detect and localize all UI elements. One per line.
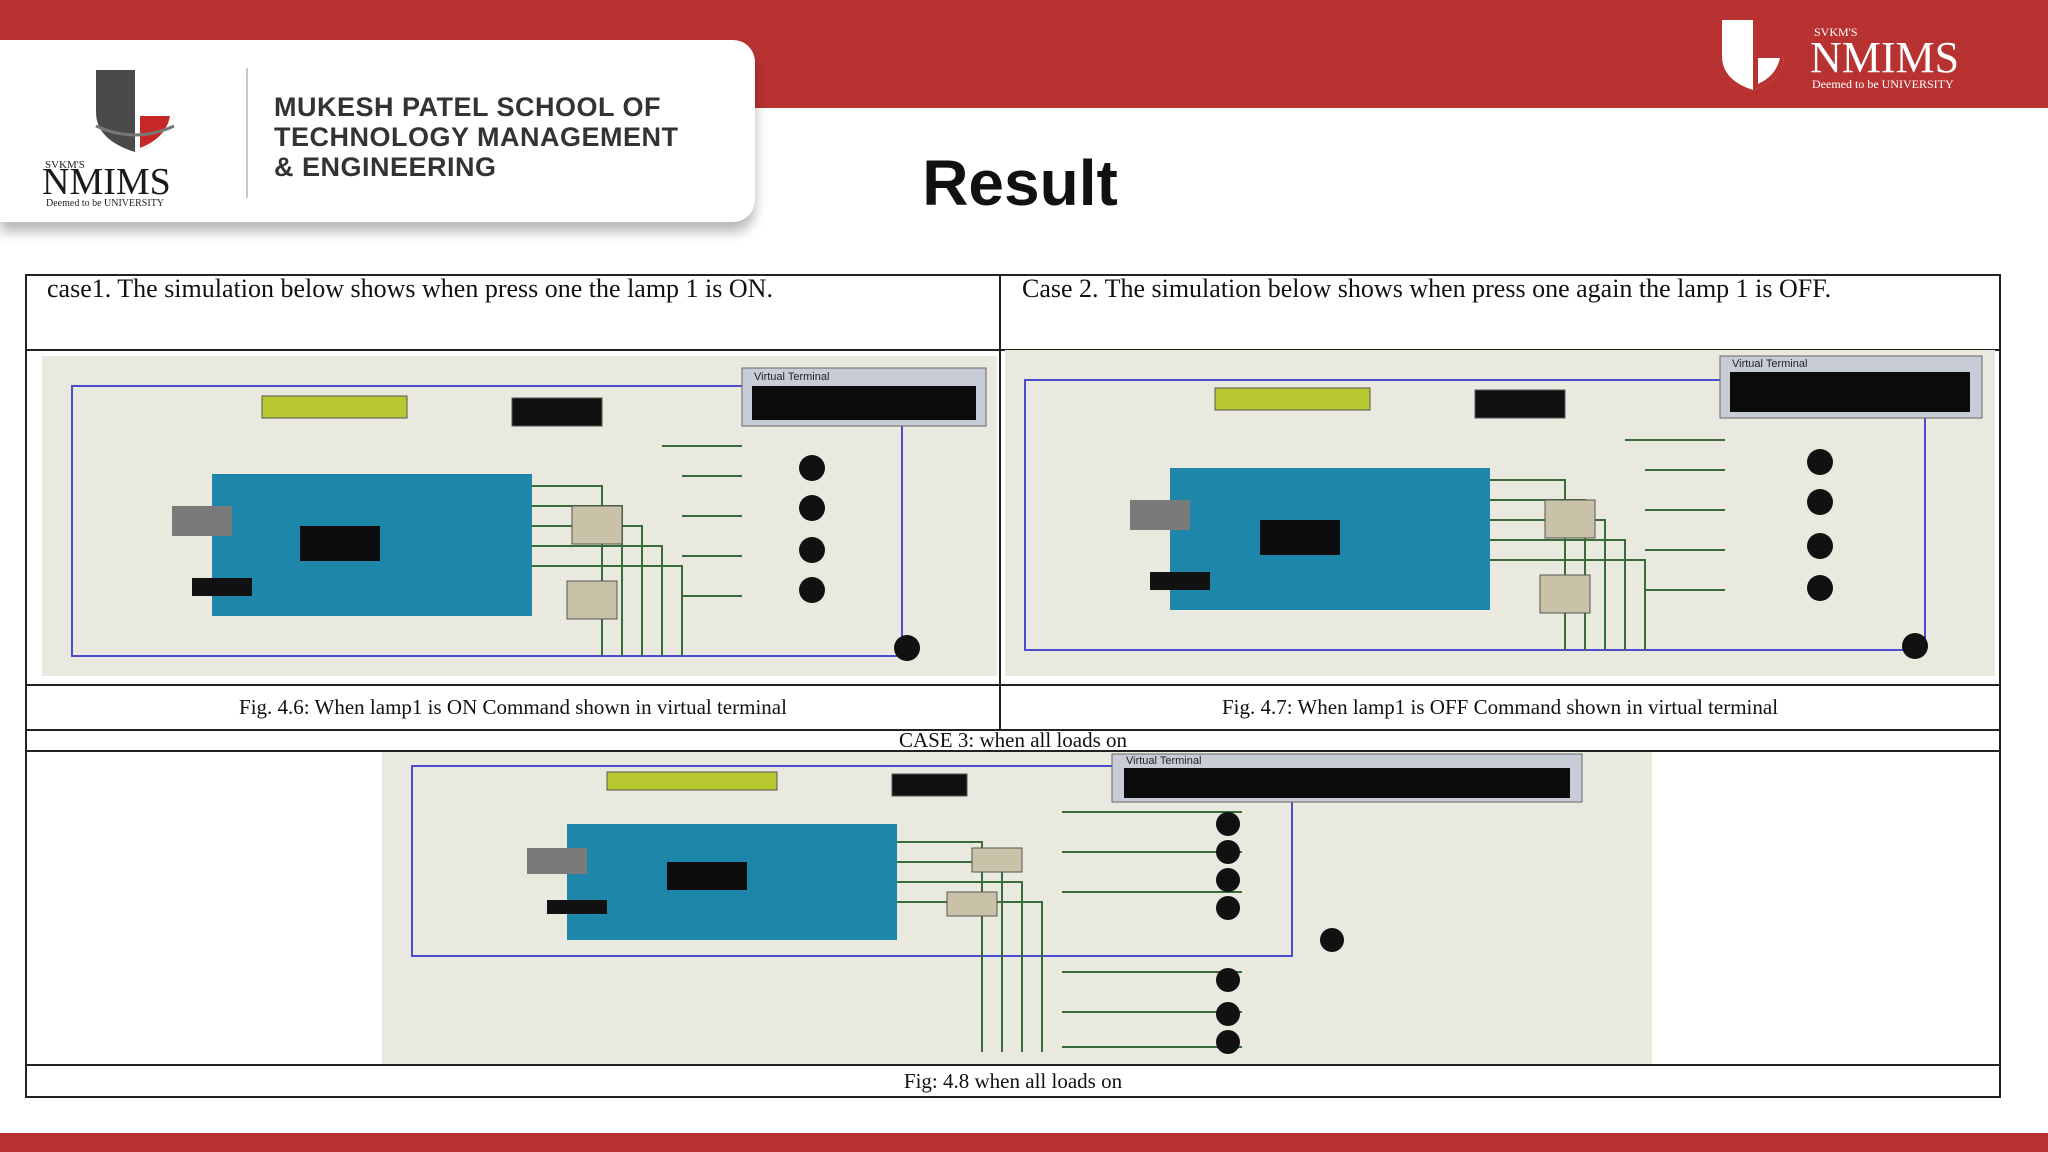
fig-4-8-caption: Fig: 4.8 when all loads on <box>903 1069 1123 1093</box>
slide-title: Result <box>922 147 1118 219</box>
simulation-image-case2: Virtual Terminal <box>1005 350 1995 676</box>
school-logo-card: SVKM'S NMIMS Deemed to be UNIVERSITY MUK… <box>0 40 755 222</box>
nmims-logo-right: SVKM'S NMIMS Deemed to be UNIVERSITY <box>1722 20 1959 91</box>
row-divider-4 <box>27 750 1999 752</box>
right-logo-small-text: SVKM'S <box>1814 25 1858 39</box>
school-name: MUKESH PATEL SCHOOL OF TECHNOLOGY MANAGE… <box>274 92 679 182</box>
case1-text: case1. The simulation below shows when p… <box>47 274 773 303</box>
school-name-line-1: MUKESH PATEL SCHOOL OF <box>274 92 662 122</box>
row-divider-3 <box>27 729 1999 731</box>
case3-heading: CASE 3: when all loads on <box>898 728 1128 752</box>
fig-4-7-caption: Fig. 4.7: When lamp1 is OFF Command show… <box>1221 695 1779 719</box>
row-divider-5 <box>27 1064 1999 1066</box>
fig-4-6-caption: Fig. 4.6: When lamp1 is ON Command shown… <box>239 695 787 719</box>
left-logo-small-text: SVKM'S <box>45 159 85 171</box>
left-logo-name: NMIMS <box>42 161 171 203</box>
simulation-image-case3: Virtual Terminal <box>382 752 1652 1064</box>
row-divider-2 <box>27 684 1999 686</box>
logo-divider <box>246 68 248 198</box>
left-logo-tagline: Deemed to be UNIVERSITY <box>46 198 164 206</box>
right-logo-name: NMIMS <box>1810 33 1959 82</box>
simulation-image-case1: Virtual Terminal <box>42 356 997 676</box>
terminal-title-1: Virtual Terminal <box>754 371 829 383</box>
case2-text: Case 2. The simulation below shows when … <box>1022 274 1832 303</box>
terminal-title-2: Virtual Terminal <box>1732 358 1807 370</box>
results-table: case1. The simulation below shows when p… <box>25 274 2001 1098</box>
terminal-title-3: Virtual Terminal <box>1126 755 1201 767</box>
school-name-line-3: & ENGINEERING <box>274 152 497 182</box>
column-divider <box>999 276 1001 730</box>
school-name-line-2: TECHNOLOGY MANAGEMENT <box>274 122 679 152</box>
right-logo-tagline: Deemed to be UNIVERSITY <box>1812 77 1954 91</box>
bottom-red-band <box>0 1133 2048 1152</box>
nmims-logo-left: SVKM'S NMIMS Deemed to be UNIVERSITY <box>42 70 175 206</box>
